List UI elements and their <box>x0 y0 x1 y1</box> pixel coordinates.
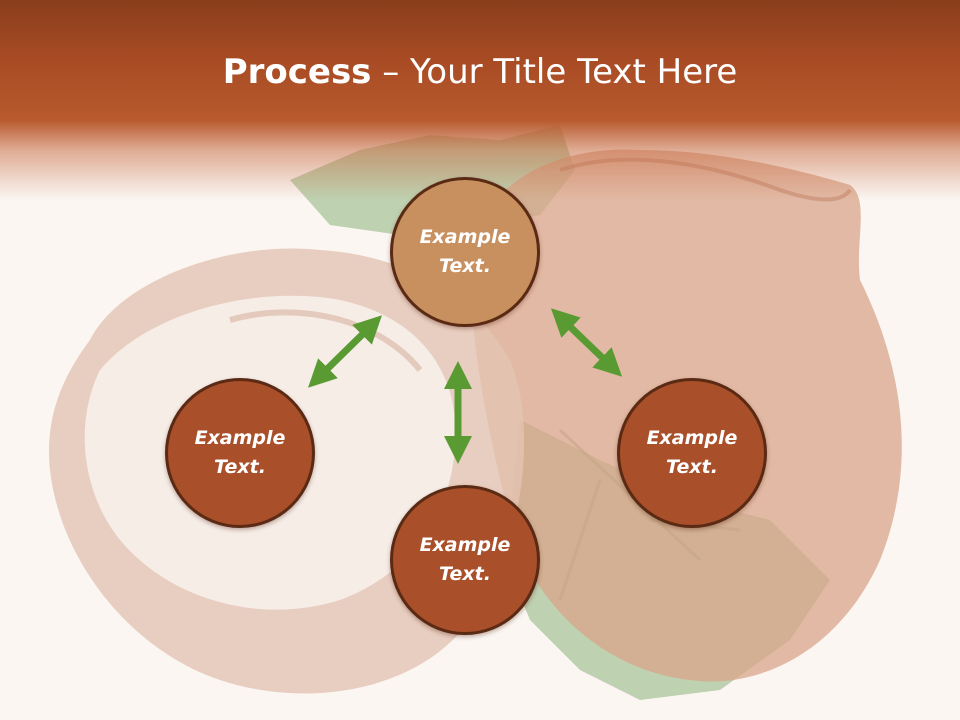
title-rest: – Your Title Text Here <box>371 52 738 92</box>
node-top-text: Example Text. <box>419 226 511 277</box>
process-node-top: Example Text. <box>390 177 540 327</box>
process-node-right: Example Text. <box>617 378 767 528</box>
page-title: Process – Your Title Text Here <box>0 52 960 92</box>
process-node-left: Example Text. <box>165 378 315 528</box>
node-left-text: Example Text. <box>194 427 286 478</box>
title-bold: Process <box>222 52 372 92</box>
process-node-bottom: Example Text. <box>390 485 540 635</box>
node-bottom-text: Example Text. <box>419 534 511 585</box>
title-bar <box>0 0 960 200</box>
node-right-text: Example Text. <box>646 427 738 478</box>
